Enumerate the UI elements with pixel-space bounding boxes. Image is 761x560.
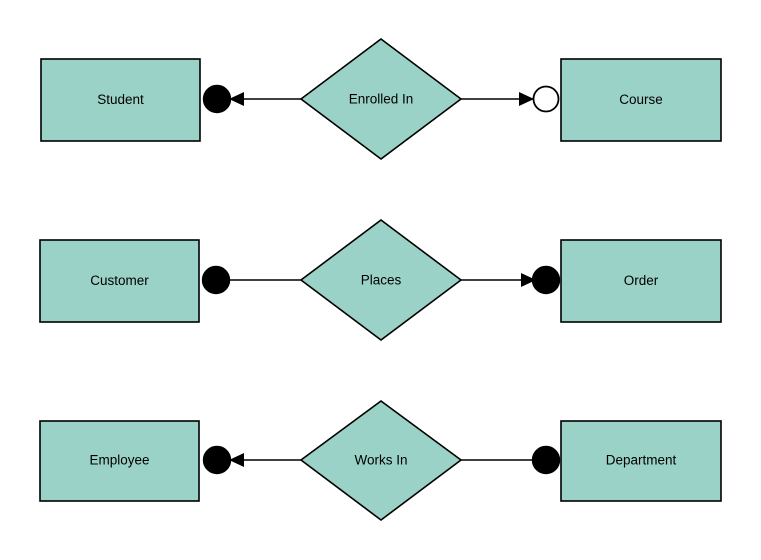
entity-box-department[interactable] <box>560 420 722 502</box>
entity-box-student[interactable] <box>40 58 201 142</box>
entity-box-course[interactable] <box>560 58 722 142</box>
entity-label-order: Order <box>624 273 659 288</box>
entity-department[interactable]: Department <box>560 420 722 502</box>
entity-label-customer: Customer <box>90 273 149 288</box>
relationship-row-works-in: Employee Works In Department <box>39 400 722 521</box>
entity-employee[interactable]: Employee <box>39 420 200 502</box>
entity-label-department: Department <box>606 453 677 468</box>
entity-course[interactable]: Course <box>560 58 722 142</box>
relationship-label-places: Places <box>361 273 402 288</box>
entity-label-employee: Employee <box>89 453 149 468</box>
cardinality-marker-filled-circle-student[interactable] <box>202 84 232 114</box>
relationship-diamond-places[interactable] <box>299 219 463 341</box>
arrow-head-left-employee <box>229 453 244 467</box>
relationship-enrolled-in[interactable]: Enrolled In <box>299 38 463 160</box>
cardinality-marker-filled-circle-order[interactable] <box>531 265 561 295</box>
relationship-row-enrolled-in: Student Enrolled In Course <box>40 38 722 160</box>
entity-label-course: Course <box>619 92 663 107</box>
relationship-works-in[interactable]: Works In <box>299 400 463 521</box>
arrow-head-right-order <box>521 273 536 287</box>
relationship-diamond-works-in[interactable] <box>299 400 463 521</box>
entity-box-employee[interactable] <box>39 420 200 502</box>
relationship-label-works-in: Works In <box>354 453 407 468</box>
cardinality-marker-filled-circle-customer[interactable] <box>201 265 231 295</box>
relationship-diamond-enrolled-in[interactable] <box>299 38 463 160</box>
arrow-head-right-course <box>519 92 534 106</box>
cardinality-marker-hollow-circle-course[interactable] <box>532 85 560 113</box>
entity-student[interactable]: Student <box>40 58 201 142</box>
arrow-head-left-student <box>229 92 244 106</box>
cardinality-marker-filled-circle-employee[interactable] <box>202 445 232 475</box>
entity-box-order[interactable] <box>560 239 722 323</box>
entity-customer[interactable]: Customer <box>39 239 200 323</box>
relationship-row-places: Customer Places Order <box>39 219 722 341</box>
relationship-label-enrolled-in: Enrolled In <box>349 92 414 107</box>
relationship-places[interactable]: Places <box>299 219 463 341</box>
entity-order[interactable]: Order <box>560 239 722 323</box>
entity-label-student: Student <box>97 92 144 107</box>
entity-box-customer[interactable] <box>39 239 200 323</box>
cardinality-marker-filled-circle-department[interactable] <box>531 445 561 475</box>
